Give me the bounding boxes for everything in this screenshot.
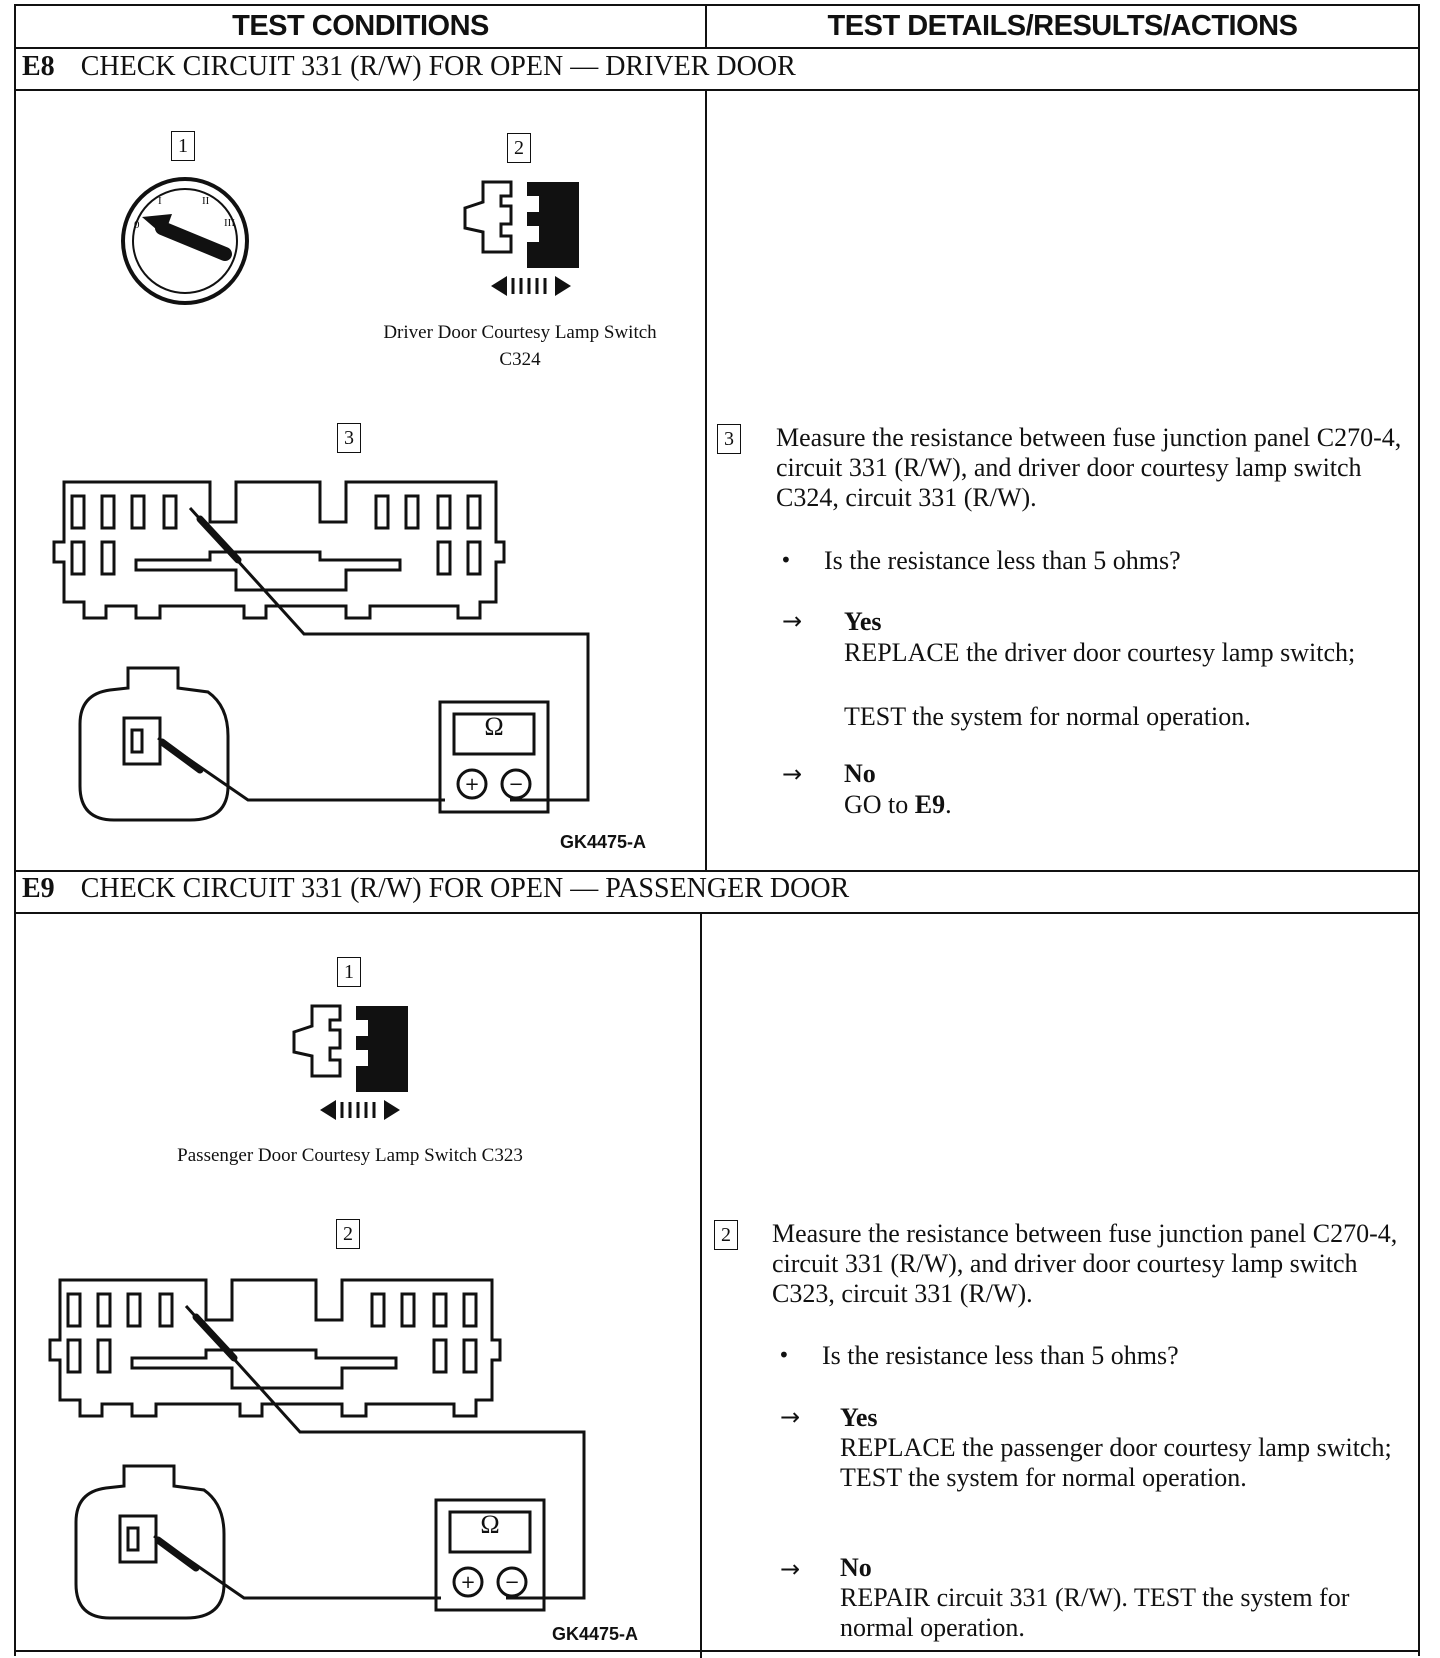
- svg-text:−: −: [508, 774, 523, 795]
- e9-no-arrow-icon: →: [780, 1555, 801, 1583]
- e8-courtesy-switch-connector-icon: [463, 180, 579, 296]
- e8-step-box-1: 1: [171, 131, 195, 161]
- step-e9-id: E9: [22, 873, 55, 904]
- step-e8-id: E8: [22, 51, 55, 82]
- e9-question-bullet: •: [778, 1343, 790, 1367]
- e8-no-text-prefix: GO to: [844, 790, 915, 819]
- ignition-switch-off-icon: 0 I II III: [121, 177, 249, 305]
- e9-switch-caption: Passenger Door Courtesy Lamp Switch C323: [177, 1145, 523, 1166]
- e9-courtesy-switch-connector-icon: [292, 1004, 408, 1120]
- svg-text:−: −: [504, 1572, 519, 1593]
- e9-figure-id: GK4475-A: [552, 1624, 639, 1644]
- e8-ohmmeter-symbol: Ω: [484, 712, 504, 741]
- svg-text:+: +: [460, 1572, 475, 1593]
- e8-no-arrow-icon: →: [782, 760, 803, 788]
- step-e8-title: CHECK CIRCUIT 331 (R/W) FOR OPEN — DRIVE…: [80, 51, 796, 82]
- e8-figure-id: GK4475-A: [560, 832, 647, 852]
- svg-text:I: I: [158, 195, 162, 207]
- e8-resistance-test-diagram: + −: [52, 480, 590, 822]
- e9-step-box-2: 2: [336, 1219, 360, 1249]
- e8-no-goto-step-link[interactable]: E9: [914, 790, 946, 819]
- e9-no-text: REPAIR circuit 331 (R/W). TEST the syste…: [840, 1583, 1350, 1642]
- e8-question: Is the resistance less than 5 ohms?: [824, 546, 1181, 575]
- step-e8-heading: E8 CHECK CIRCUIT 331 (R/W) FOR OPEN — DRI…: [22, 51, 796, 83]
- e8-step-box-3: 3: [337, 423, 361, 453]
- e8-question-bullet: •: [780, 548, 792, 572]
- e9-yes-arrow-icon: →: [780, 1403, 801, 1431]
- e8-step-box-2: 2: [507, 133, 531, 163]
- e8-action-step-box: 3: [717, 424, 741, 454]
- e8-switch-caption-line1: Driver Door Courtesy Lamp Switch: [383, 322, 657, 343]
- e9-action-text: Measure the resistance between fuse junc…: [772, 1219, 1398, 1308]
- header-test-details: TEST DETAILS/RESULTS/ACTIONS: [827, 10, 1298, 42]
- e9-question: Is the resistance less than 5 ohms?: [822, 1341, 1179, 1370]
- e9-yes-label: Yes: [840, 1403, 878, 1432]
- e8-yes-arrow-icon: →: [782, 607, 803, 635]
- e9-action-step-box: 2: [714, 1220, 738, 1250]
- e8-action-text: Measure the resistance between fuse junc…: [776, 423, 1402, 512]
- e8-no-text-suffix: .: [945, 790, 952, 819]
- e8-yes-text-1: REPLACE the driver door courtesy lamp sw…: [844, 638, 1356, 667]
- e9-ohmmeter-symbol: Ω: [480, 1510, 500, 1539]
- e8-switch-caption-line2: C324: [499, 349, 541, 370]
- e8-no-text: GO to E9.: [844, 790, 952, 820]
- step-e9-title: CHECK CIRCUIT 331 (R/W) FOR OPEN — PASSE…: [80, 873, 850, 904]
- e9-resistance-test-diagram: + −: [48, 1278, 586, 1620]
- e8-yes-label: Yes: [844, 607, 882, 636]
- e8-yes-text-2: TEST the system for normal operation.: [844, 702, 1251, 731]
- e8-switch-caption: Driver Door Courtesy Lamp Switch C324: [350, 319, 690, 373]
- step-e9-heading: E9 CHECK CIRCUIT 331 (R/W) FOR OPEN — PAS…: [22, 873, 849, 905]
- svg-text:+: +: [464, 774, 479, 795]
- e9-no-label: No: [840, 1553, 872, 1582]
- svg-text:II: II: [202, 195, 210, 207]
- e9-step-box-1: 1: [337, 957, 361, 987]
- e9-yes-text: REPLACE the passenger door courtesy lamp…: [840, 1433, 1392, 1492]
- e8-no-label: No: [844, 759, 876, 788]
- svg-text:0: 0: [134, 219, 140, 231]
- header-test-conditions: TEST CONDITIONS: [232, 10, 489, 42]
- svg-text:III: III: [224, 217, 235, 229]
